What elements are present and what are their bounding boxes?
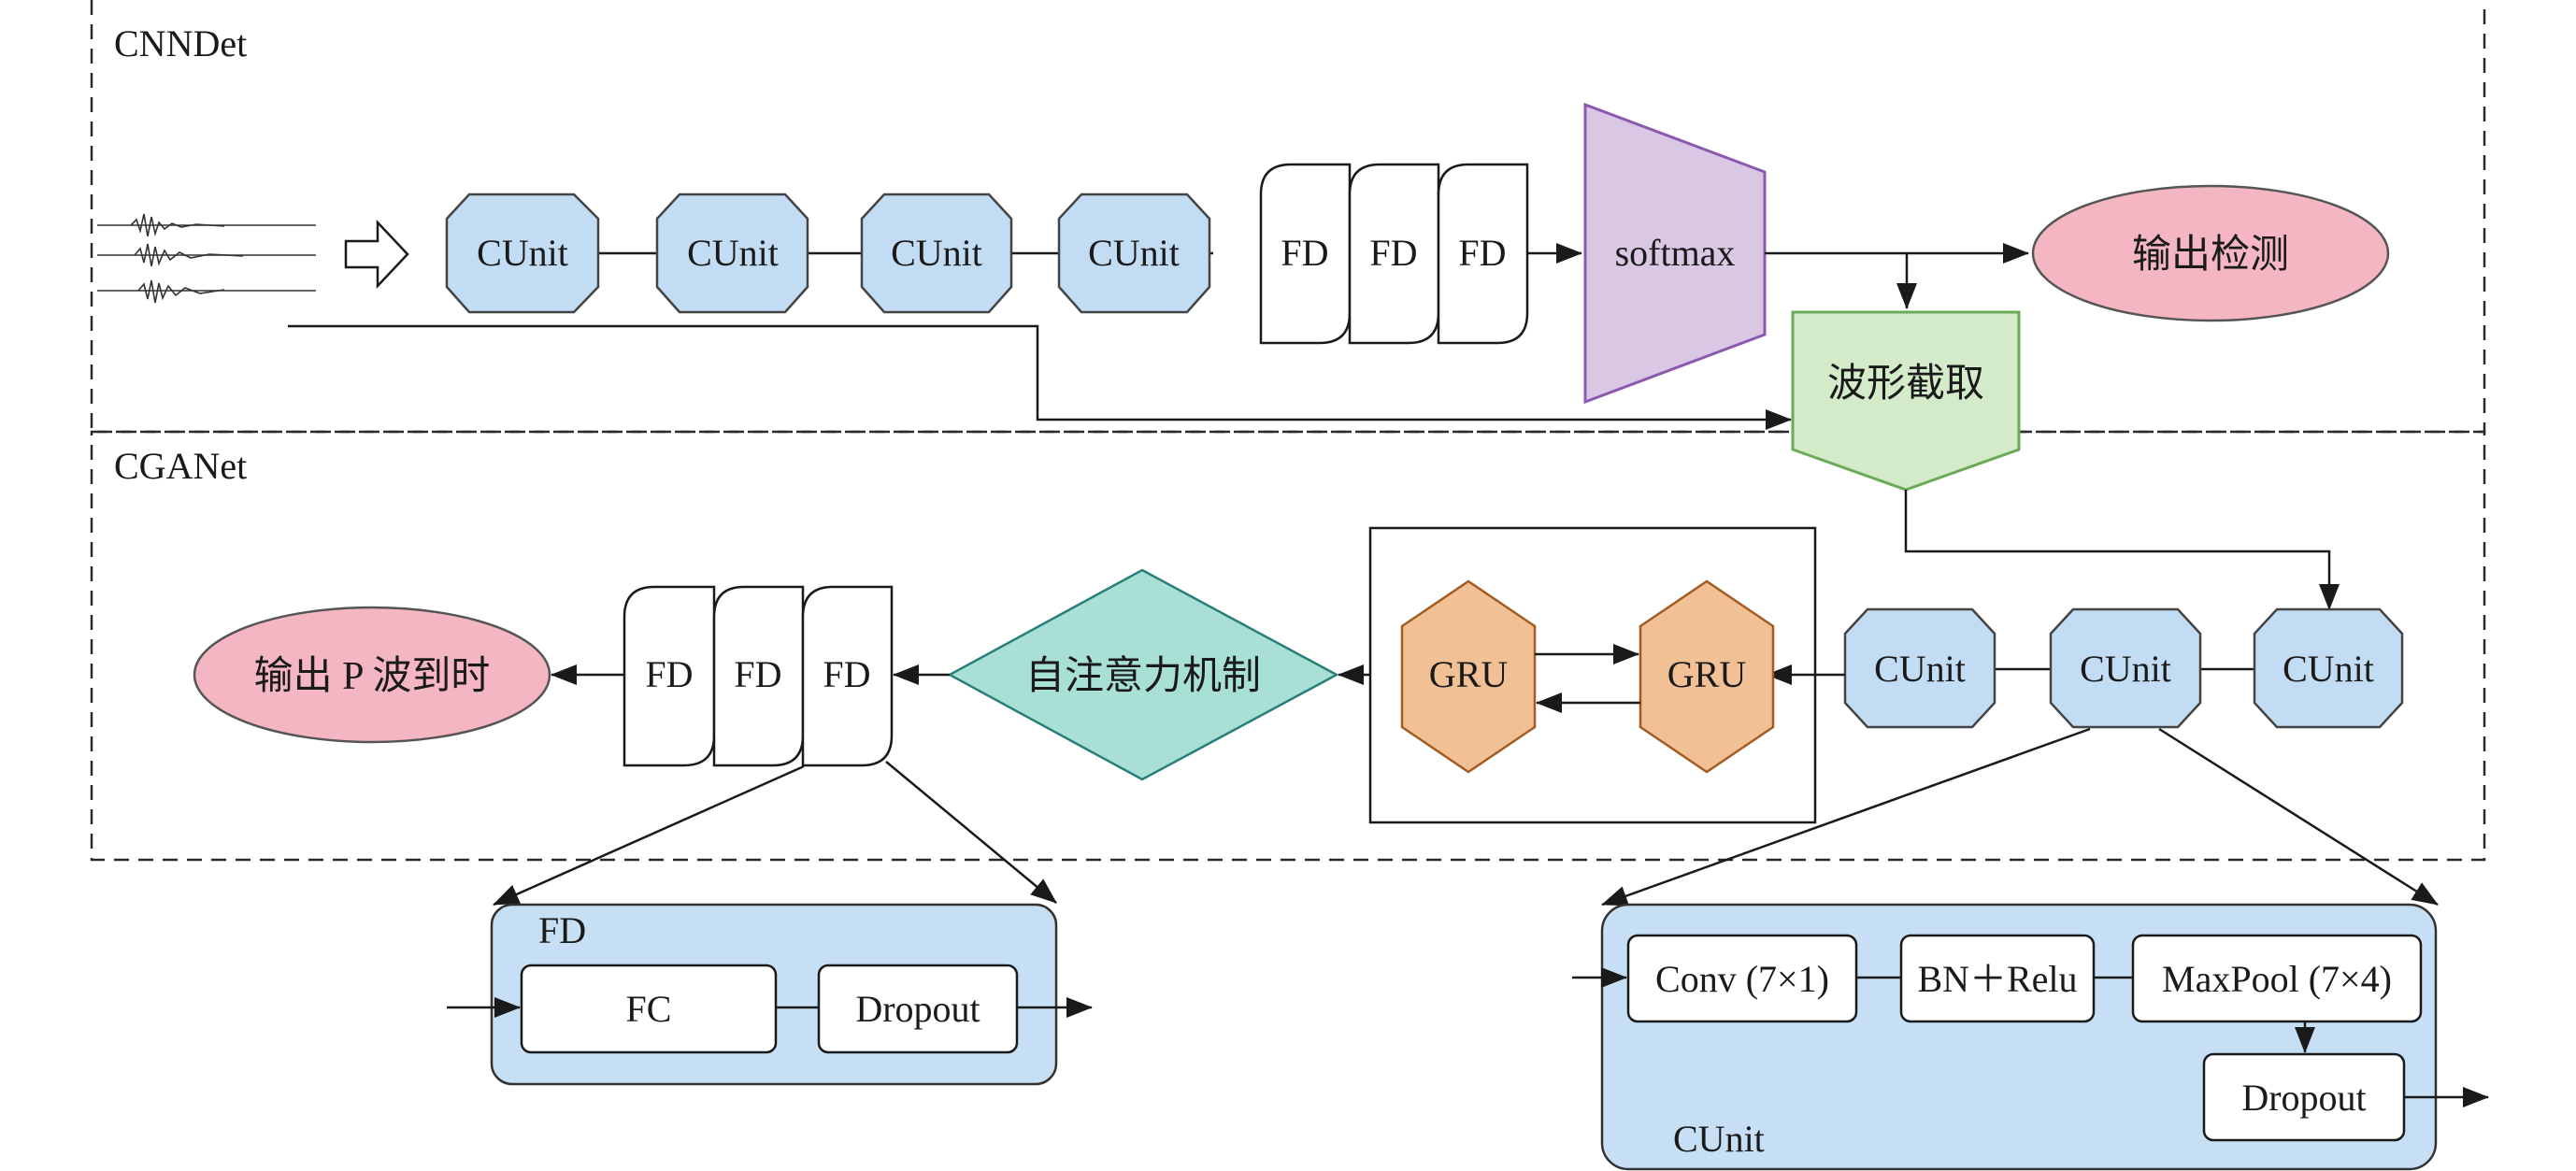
gru-block: GRU [1400,579,1537,774]
cganet-section: CGANet [90,430,2486,862]
gru-block: GRU [1639,579,1775,774]
cut-to-cunit-arrow [1904,490,2340,610]
gru-label: GRU [1429,653,1509,695]
fd-detail-panel: FD FC Dropout [447,903,1093,1086]
softmax-block: softmax [1583,102,1767,405]
fd-dropout-block [817,964,1019,1054]
cunit-block: CUnit [2253,607,2404,729]
waveform-cut-block: 波形截取 [1791,310,2021,492]
fd-dropout-label: Dropout [855,988,980,1030]
fc-label: FC [626,988,672,1030]
cunit-block: CUnit [1057,193,1211,314]
waveform-cut-label: 波形截取 [1827,363,1984,406]
gru-module: GRU GRU [1368,526,1817,824]
top-fd-stack: FD FD FD [1259,163,1529,345]
output-detection: 输出检测 [2031,184,2390,322]
cunit-block: CUnit [860,193,1013,314]
fd-block: FD [801,585,894,767]
middle-fd-stack: FD FD FD [623,585,894,767]
fd-label: FD [645,653,693,695]
fd-block: FD [712,585,805,767]
cunit-detail-panel: CUnit Conv (7×1) BN＋Relu MaxPool (7×4) D… [1572,903,2489,1171]
fd-detail-title: FD [538,909,586,951]
cunit-label: CUnit [477,232,568,274]
maxpool-label: MaxPool (7×4) [2162,958,2392,1000]
fd-block: FD [1437,163,1529,345]
cunit-block: CUnit [445,193,600,314]
softmax-label: softmax [1615,232,1736,274]
fd-block: FD [1259,163,1352,345]
middle-cunit-chain: CUnit CUnit CUnit [1843,607,2404,729]
cunit-detail-title: CUnit [1673,1118,1765,1160]
cunit-label: CUnit [1088,232,1180,274]
fd-label: FD [1281,232,1328,274]
cunit-block: CUnit [2049,607,2202,729]
attention-label: 自注意力机制 [1025,654,1261,698]
cunit-label: CUnit [891,232,982,274]
cunit-label: CUnit [2283,648,2374,690]
hollow-arrow-icon [344,219,409,290]
output-p-label: 输出 P 波到时 [254,655,491,698]
conv-label: Conv (7×1) [1655,958,1829,1000]
bn-relu-label: BN＋Relu [1917,958,2077,1000]
fd-label: FD [1458,232,1506,274]
top-cunit-chain: CUnit CUnit CUnit CUnit [445,193,1213,314]
cunit-expand-arrow-right [2158,727,2439,907]
fd-label: FD [734,653,781,695]
cunit-dropout-label: Dropout [2241,1077,2366,1119]
cganet-label: CGANet [114,445,247,487]
attention-block: 自注意力机制 [947,568,1339,781]
cunit-label: CUnit [2080,648,2171,690]
fc-block [520,964,778,1054]
cunit-label: CUnit [687,232,779,274]
output-p-arrival: 输出 P 波到时 [193,606,551,744]
fd-expand-arrow-right [885,761,1057,904]
cunit-expand-arrow-left [1601,727,2091,907]
output-detection-label: 输出检测 [2132,233,2289,277]
cnndet-label: CNNDet [114,22,247,64]
waveform-input-icon [97,213,316,304]
fd-label: FD [1369,232,1417,274]
fd-block: FD [1348,163,1440,345]
fd-block: FD [623,585,716,767]
fd-label: FD [823,653,870,695]
cunit-block: CUnit [655,193,809,314]
cunit-label: CUnit [1874,648,1966,690]
fd-expand-arrow-left [493,764,805,907]
cunit-block: CUnit [1843,607,1996,729]
maxpool-block [2131,934,2423,1023]
waveform-to-cut-arrow [288,324,1792,430]
gru-label: GRU [1667,653,1747,695]
